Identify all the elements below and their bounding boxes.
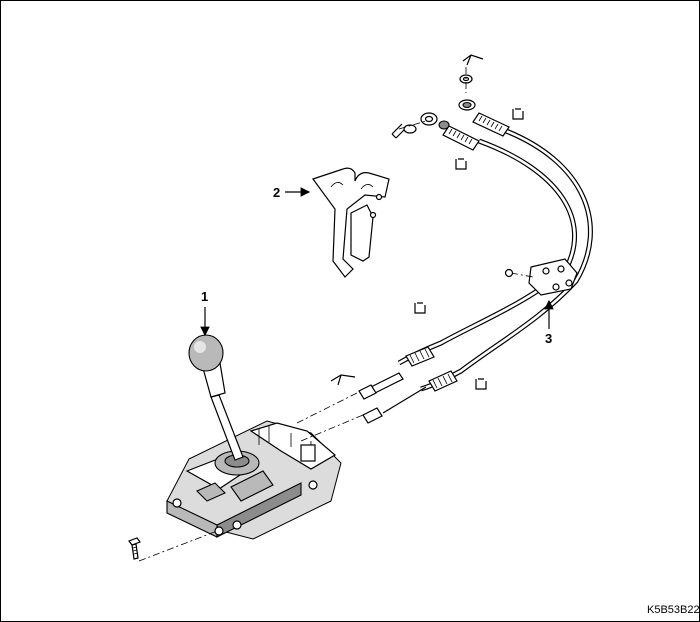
callout-3-label: 3: [545, 331, 552, 346]
callout-2: 2: [273, 185, 311, 200]
mounting-bolt: [128, 530, 218, 562]
cable-support-bracket: [312, 167, 390, 278]
cable-clip: [475, 378, 487, 390]
lower-cable-end-b: [362, 370, 458, 424]
lower-cable-end-a: [358, 346, 435, 400]
cable-mounting-bracket: [504, 258, 578, 296]
figure-code: K5B53B22: [647, 604, 699, 616]
washer: [403, 124, 417, 134]
retaining-clip: [391, 123, 407, 139]
cable-clip: [512, 108, 524, 120]
cable-clip: [455, 158, 467, 170]
callout-1-label: 1: [201, 289, 208, 304]
callout-2-label: 2: [273, 185, 280, 200]
upper-cable-end-a: [420, 112, 480, 151]
callout-1: 1: [200, 289, 210, 337]
cable-clip: [414, 302, 426, 314]
shift-lever-assembly: [166, 334, 364, 540]
callout-3: 3: [544, 299, 554, 346]
upper-cable-end-b: [458, 99, 510, 137]
retaining-clip: [330, 374, 356, 386]
shift-knob: [188, 334, 224, 372]
retaining-clip: [462, 54, 484, 66]
